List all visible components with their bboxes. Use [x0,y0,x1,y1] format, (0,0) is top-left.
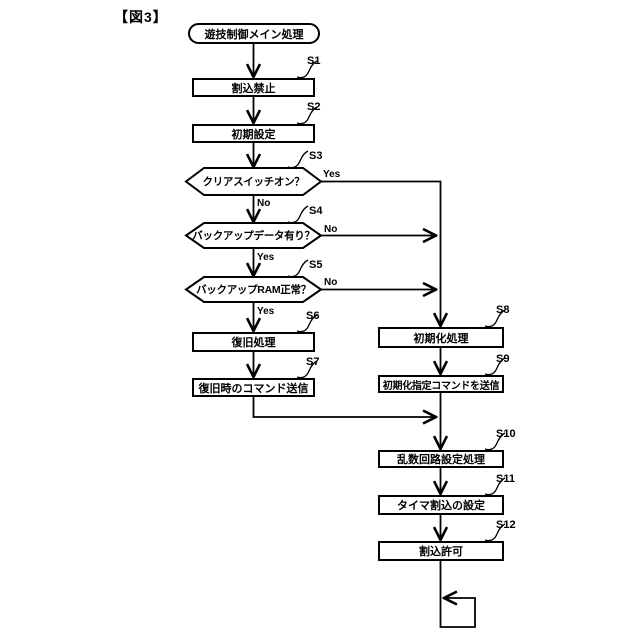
decision-label-s4: バックアップデータ有り？ [192,230,315,242]
step-tag-s6: S6 [306,310,320,322]
process-box-s6: 復旧処理 [192,332,315,352]
branch-label-s4-down: Yes [257,252,275,263]
step-tag-s4: S4 [309,205,323,217]
step-tag-s8: S8 [496,304,510,316]
decision-label-s5: バックアップRAM正常？ [196,284,311,296]
process-label-s8: 初期化処理 [413,332,469,345]
process-label-s12: 割込許可 [419,546,463,558]
step-tag-s12: S12 [496,519,516,531]
process-box-s8: 初期化処理 [378,327,504,348]
branch-label-s3-right: Yes [323,169,341,180]
step-tag-s5: S5 [309,259,323,271]
process-box-s10: 乱数回路設定処理 [378,450,504,468]
process-label-s7: 復旧時のコマンド送信 [198,382,309,395]
branch-label-s5-right: No [324,277,338,288]
decision-label-s3: クリアスイッチオン？ [202,176,305,188]
process-box-s9: 初期化指定コマンドを送信 [378,375,504,393]
process-label-s6: 復旧処理 [231,337,276,349]
process-box-s1: 割込禁止 [192,78,315,97]
process-box-s11: タイマ割込の設定 [378,495,504,515]
step-tag-s10: S10 [496,428,516,440]
process-label-s2: 初期設定 [231,128,276,141]
step-tag-s2: S2 [307,101,321,113]
figure-label: 【図3】 [114,9,168,25]
process-label-s11: タイマ割込の設定 [397,500,485,512]
step-tag-s1: S1 [307,55,321,67]
step-tag-s9: S9 [496,353,510,365]
branch-label-s3-down: No [257,198,271,209]
process-box-s12: 割込許可 [378,541,504,561]
step-tag-s7: S7 [306,356,320,368]
process-label-s10: 乱数回路設定処理 [397,454,485,466]
process-label-s1: 割込禁止 [231,82,276,95]
process-label-s9: 初期化指定コマンドを送信 [382,380,500,392]
step-tag-s11: S11 [496,473,515,485]
start-terminal-label: 遊技制御メイン処理 [204,28,304,41]
process-box-s7: 復旧時のコマンド送信 [192,378,315,397]
step-tag-s3: S3 [309,150,323,162]
process-box-s2: 初期設定 [192,124,315,143]
start-terminal: 遊技制御メイン処理 [188,23,320,44]
branch-label-s5-down: Yes [257,306,275,317]
branch-label-s4-right: No [324,224,338,235]
